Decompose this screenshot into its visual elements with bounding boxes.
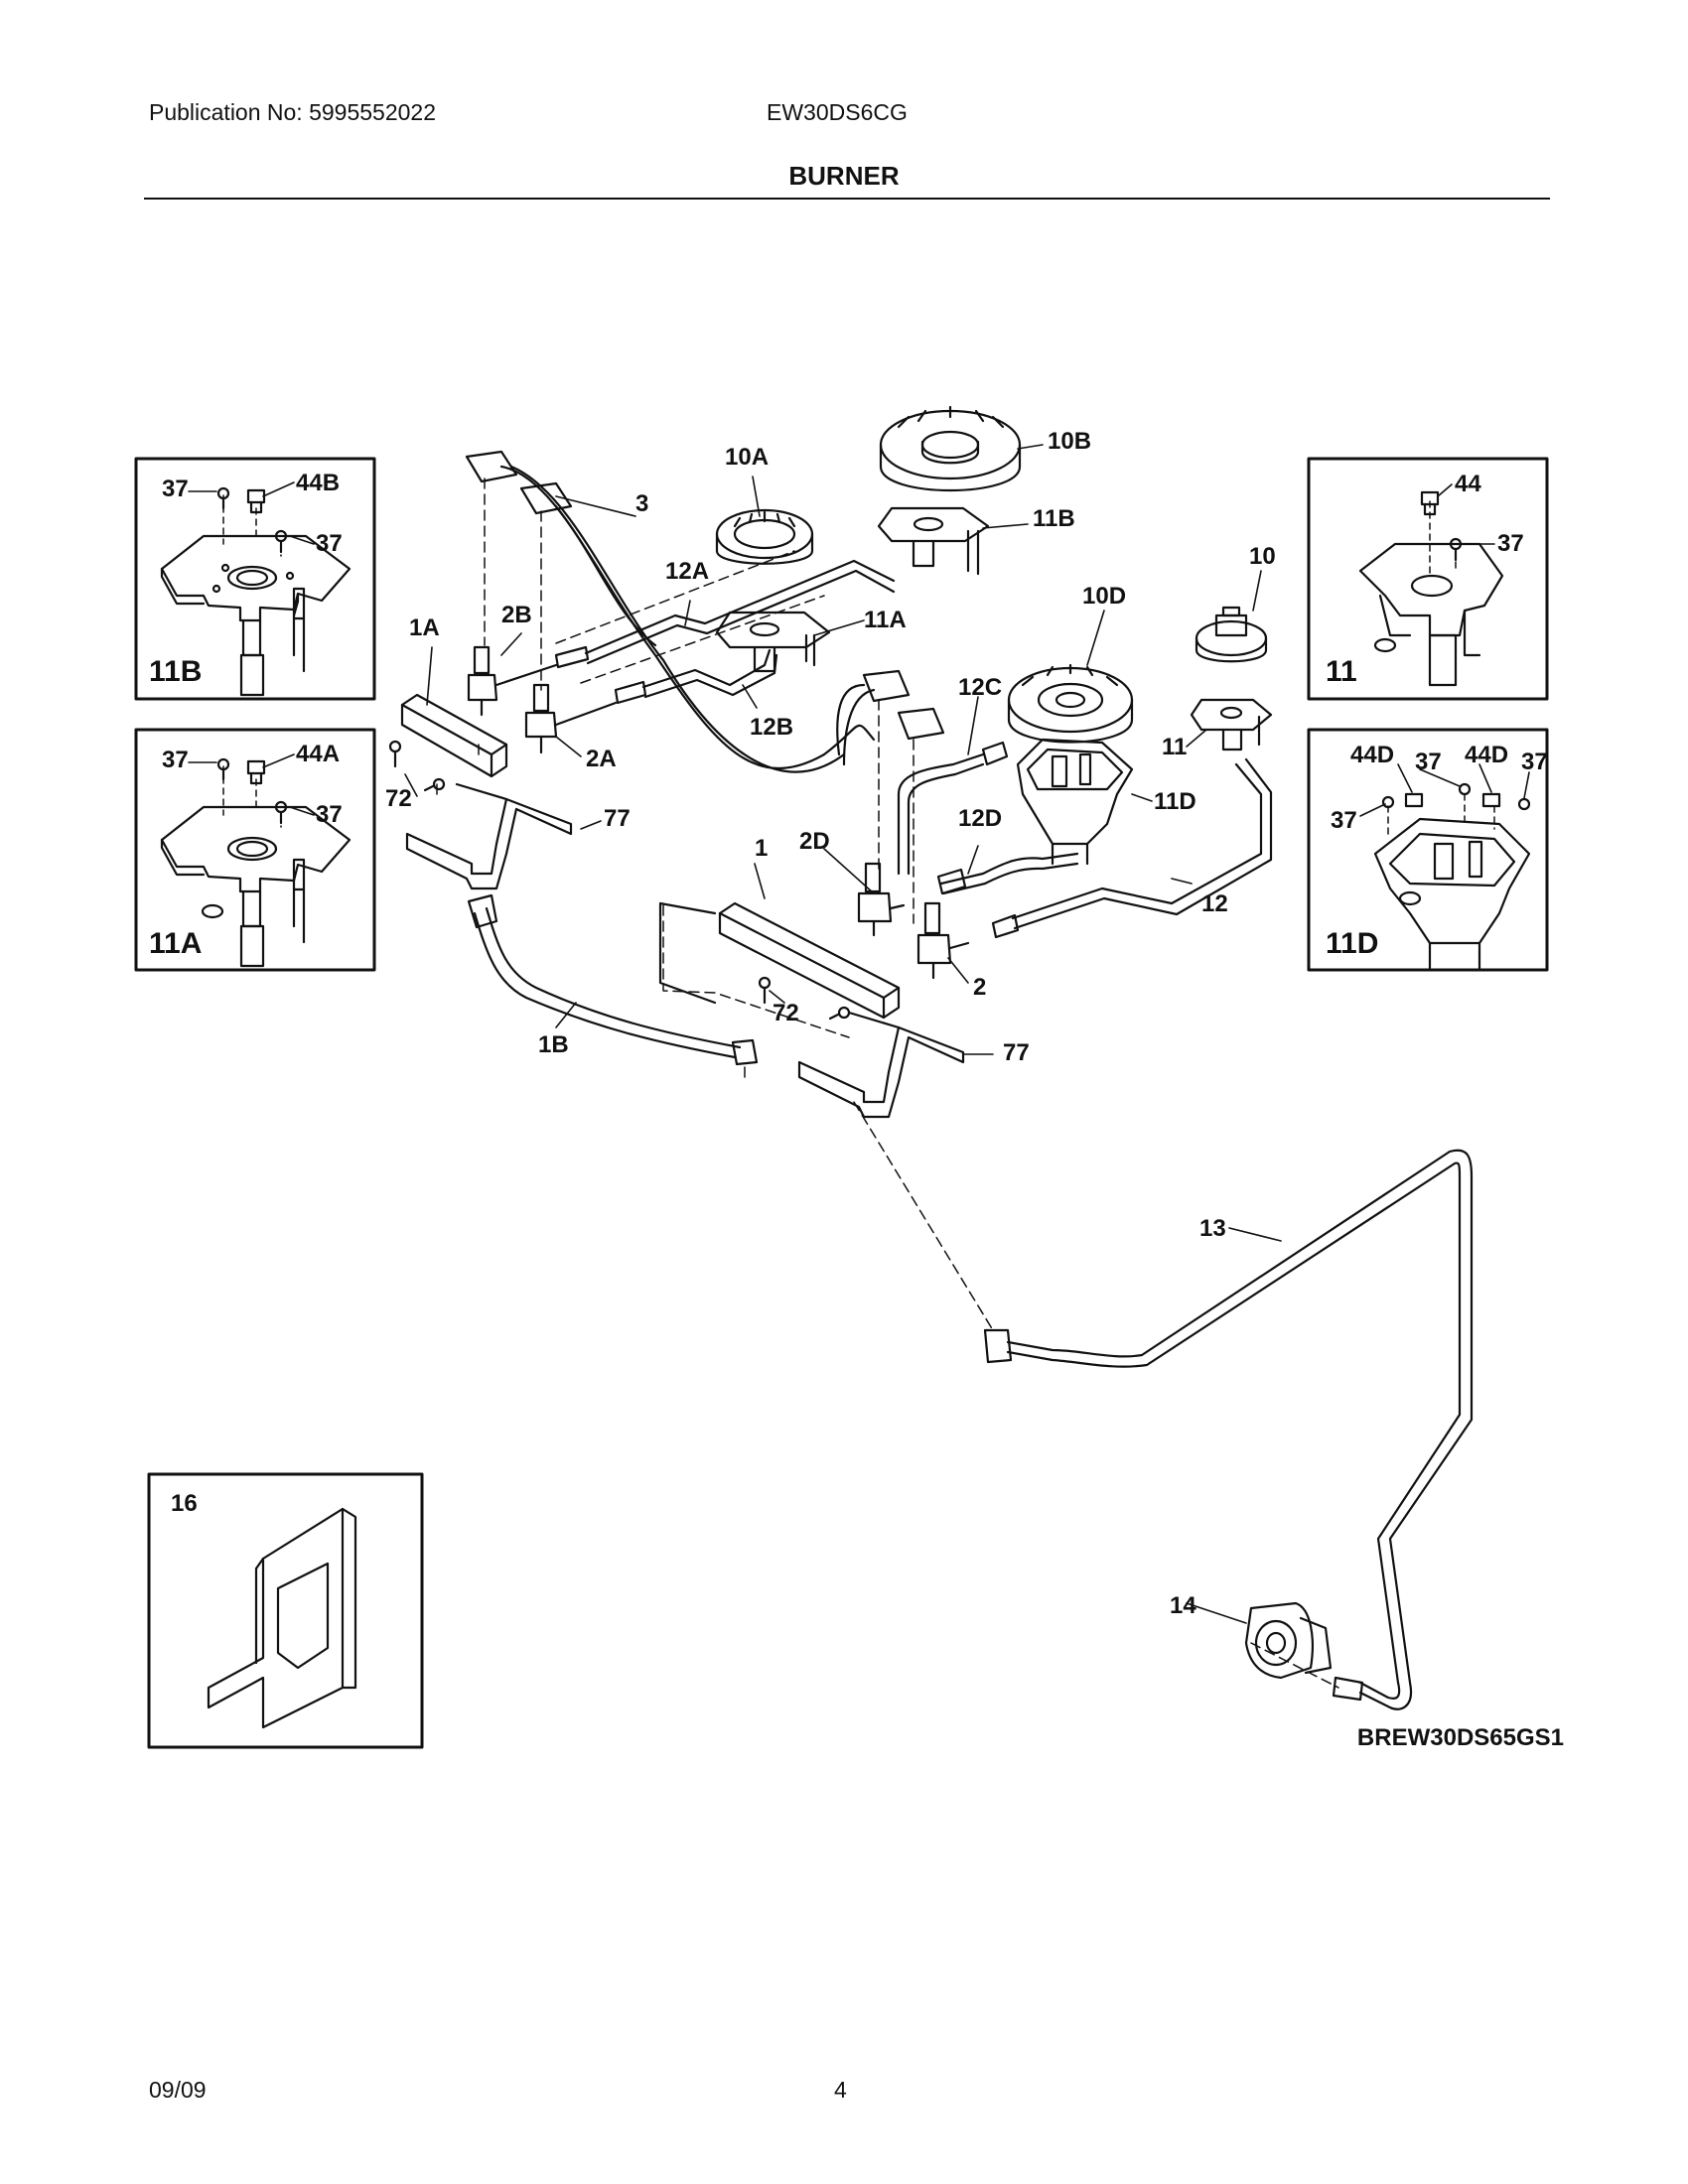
callout-77b: 77 (1003, 1039, 1030, 1066)
page-title: BURNER (788, 161, 900, 191)
callout-10b: 10B (1048, 428, 1091, 455)
manifold-1 (658, 901, 901, 1020)
valve-2b (467, 645, 590, 717)
bracket-77a (405, 782, 573, 890)
diagram-code: BREW30DS65GS1 (1357, 1724, 1564, 1751)
inset-11b-callout-37b: 37 (316, 530, 343, 557)
inset-16-label: 16 (171, 1490, 198, 1517)
inset-11b-callout-44b: 44B (296, 470, 340, 496)
alignment-lines (436, 478, 1339, 1689)
burner-10a (715, 508, 814, 565)
inset-11d-label: 11D (1326, 927, 1378, 960)
valve-11a (715, 611, 831, 673)
inset-11a-label: 11A (149, 927, 202, 960)
inset-11a-callout-37a: 37 (162, 747, 189, 773)
inset-11b-label: 11B (149, 655, 202, 688)
tube-12c (897, 741, 1009, 876)
callout-2b: 2B (501, 602, 532, 628)
burner-10b (879, 405, 1022, 491)
valve-11b (877, 506, 990, 576)
burner-10d (1007, 663, 1134, 744)
callout-1: 1 (755, 835, 768, 862)
tube-12a (584, 559, 896, 665)
callout-1b: 1B (538, 1031, 569, 1058)
callout-11d: 11D (1154, 788, 1196, 815)
callout-12a: 12A (665, 558, 709, 585)
tube-12b (641, 648, 778, 699)
inset-11b-box (134, 457, 376, 701)
callout-11a: 11A (864, 607, 907, 633)
callout-2a: 2A (586, 746, 617, 772)
callout-11b: 11B (1033, 505, 1075, 532)
supply-tube-1b (467, 893, 759, 1066)
model-number: EW30DS6CG (767, 99, 908, 125)
inset-11-label: 11 (1326, 655, 1357, 688)
inset-11d-box (1307, 728, 1549, 972)
callout-12: 12 (1201, 890, 1228, 917)
callout-12c: 12C (958, 674, 1002, 701)
publication-number: Publication No: 5995552022 (149, 99, 437, 125)
inset-11d-callout-37b: 37 (1521, 749, 1548, 775)
callout-2: 2 (973, 974, 986, 1001)
screws-72a (388, 740, 446, 792)
callout-3: 3 (635, 490, 648, 517)
page-number: 4 (834, 2077, 847, 2103)
screws-72b (758, 976, 851, 1021)
tube-12d (936, 852, 1079, 895)
manifold-1a (400, 693, 508, 778)
valve-2 (916, 901, 970, 980)
valve-2a (524, 680, 647, 754)
callout-12d: 12D (958, 805, 1002, 832)
footer-date: 09/09 (149, 2077, 207, 2103)
pressure-regulator-14 (1244, 1601, 1333, 1680)
callout-14: 14 (1170, 1592, 1196, 1619)
callout-13: 13 (1199, 1215, 1226, 1242)
inset-11b-callout-37a: 37 (162, 476, 189, 502)
inset-11-callout-37: 37 (1497, 530, 1524, 557)
supply-tube-13 (983, 1149, 1474, 1710)
tube-12 (991, 757, 1273, 939)
wire-harness-3 (465, 450, 945, 773)
callout-2d: 2D (799, 828, 830, 855)
callout-10: 10 (1249, 543, 1276, 570)
valve-11 (1190, 698, 1273, 751)
valve-2d (857, 862, 906, 937)
inset-11-callout-44: 44 (1455, 471, 1481, 497)
callout-72a: 72 (385, 785, 412, 812)
inset-labels: 11B 37 44B 37 11A 37 44A 37 11 44 37 11D… (149, 470, 1548, 1517)
callout-72b: 72 (773, 1000, 799, 1026)
callout-1a: 1A (409, 614, 440, 641)
callout-12b: 12B (750, 714, 793, 741)
header-rule (144, 198, 1550, 200)
callout-11: 11 (1162, 734, 1187, 760)
inset-11d-callout-44d-a: 44D (1350, 742, 1394, 768)
callout-10a: 10A (725, 444, 769, 471)
inset-11d-callout-37c: 37 (1331, 807, 1357, 834)
inset-11-box (1307, 457, 1549, 701)
callout-77a: 77 (604, 805, 631, 832)
leader-lines (188, 444, 1530, 1624)
inset-16-box (147, 1472, 424, 1749)
bracket-77b (797, 1011, 965, 1119)
inset-11a-callout-37b: 37 (316, 801, 343, 828)
inset-11a-box (134, 728, 376, 972)
callout-10d: 10D (1082, 583, 1126, 610)
inset-11d-callout-37a: 37 (1415, 749, 1442, 775)
callout-labels: 3 10A 10B 11B 12A 11A 10D 10 1A 2B 12C 1… (385, 428, 1276, 1619)
inset-11d-callout-44d-b: 44D (1465, 742, 1508, 768)
inset-11a-callout-44a: 44A (296, 741, 340, 767)
burner-10 (1195, 606, 1268, 663)
valve-11d (1016, 738, 1134, 866)
